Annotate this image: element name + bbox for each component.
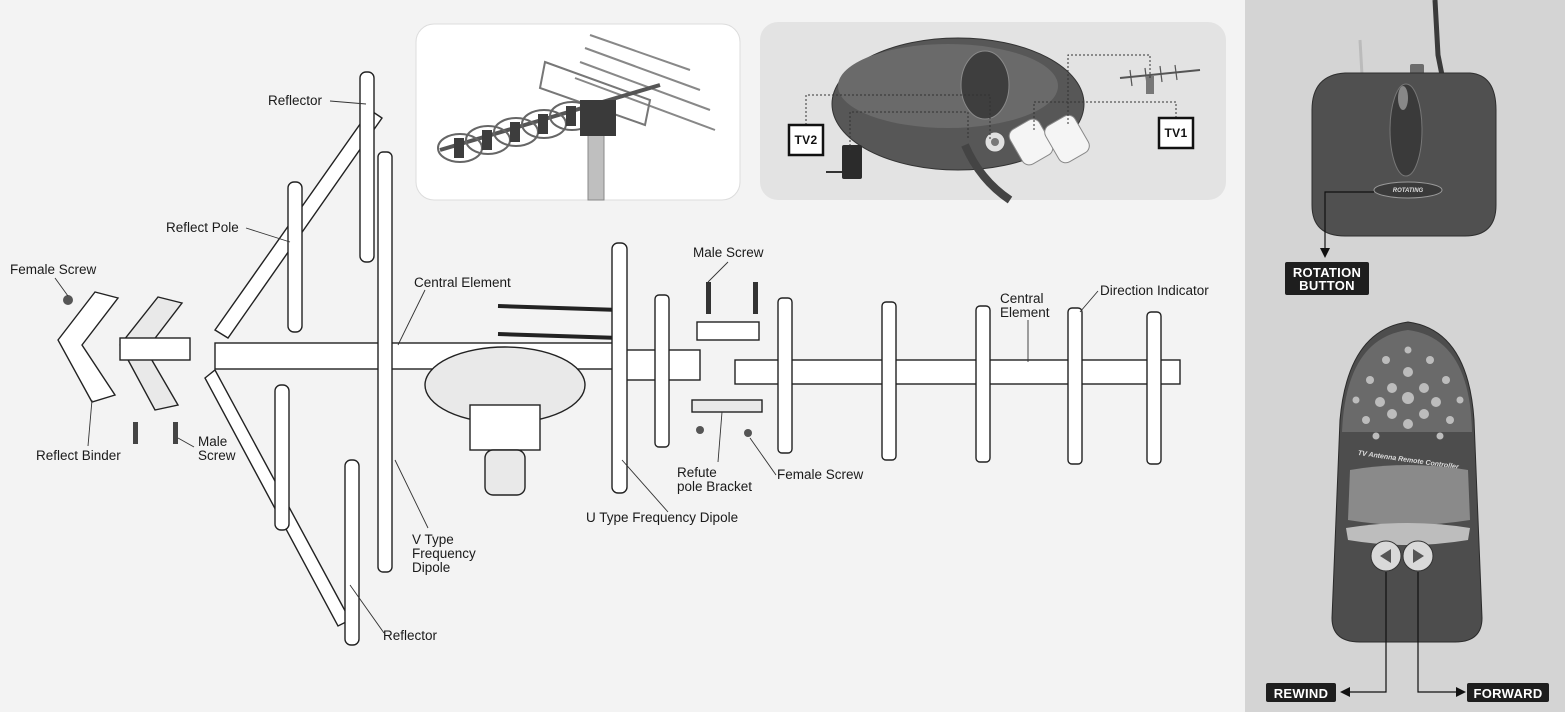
rewind-label: REWIND — [1274, 686, 1329, 701]
diagram-labels: Reflector Reflect Pole Female Screw Cent… — [10, 93, 1209, 643]
forward-badge: FORWARD — [1467, 683, 1549, 702]
reflector-rod-top-a — [359, 71, 375, 263]
tv2-label: TV2 — [795, 133, 818, 147]
connection-photo: TV2 TV1 — [760, 22, 1226, 204]
label-central-element-right-1: Central — [1000, 291, 1044, 306]
label-v-dipole-2: Frequency — [412, 546, 476, 561]
label-male-screw-left-1: Male — [198, 434, 227, 449]
tv1-icon: TV1 — [1157, 116, 1195, 150]
bracket-screw-b — [753, 282, 758, 314]
reflector-assembly — [204, 71, 383, 646]
u-dipole-rod — [611, 242, 628, 494]
rotation-button-line2: BUTTON — [1299, 278, 1355, 293]
label-reflector-bottom: Reflector — [383, 628, 438, 643]
rotation-button-line1: ROTATION — [1293, 265, 1361, 280]
remote-control: TV Antenna Remote Controller REWIND FORW… — [1266, 321, 1549, 702]
label-u-dipole: U Type Frequency Dipole — [586, 510, 738, 525]
rotating-button[interactable] — [1373, 181, 1443, 199]
rotation-button-badge: ROTATION BUTTON — [1285, 262, 1369, 295]
label-central-element-left: Central Element — [414, 275, 511, 290]
rotor-unit: ROTATING ROTATION BUTTON — [1285, 0, 1497, 295]
label-central-element-right-2: Element — [1000, 305, 1050, 320]
female-screw-part — [63, 295, 73, 305]
rewind-badge: REWIND — [1266, 683, 1336, 702]
label-female-screw-right: Female Screw — [777, 467, 864, 482]
leader-lines — [54, 100, 1099, 634]
bracket-bottom — [691, 399, 763, 413]
label-male-screw-top: Male Screw — [693, 245, 764, 260]
reflector-rod-top-b — [287, 181, 303, 333]
label-refute-bracket-2: pole Bracket — [677, 479, 752, 494]
binder-sleeve — [119, 337, 191, 361]
tv2-icon: TV2 — [787, 123, 825, 157]
v-dipole-rod — [377, 151, 393, 573]
label-reflect-binder: Reflect Binder — [36, 448, 121, 463]
director-elements — [654, 294, 1162, 465]
exploded-parts — [57, 71, 1181, 646]
speaker-dots — [1352, 346, 1464, 440]
label-v-dipole-1: V Type — [412, 532, 454, 547]
label-female-screw-left: Female Screw — [10, 262, 97, 277]
male-screw-part-a — [133, 422, 138, 444]
rotor-motor-part — [424, 346, 586, 496]
reflector-rod-bottom-b — [274, 384, 290, 531]
label-direction-indicator: Direction Indicator — [1100, 283, 1209, 298]
tv1-label: TV1 — [1165, 126, 1188, 140]
forward-icon — [1413, 549, 1424, 563]
reflector-rod-bottom-a — [344, 459, 360, 646]
reflect-binder-part-a — [57, 291, 120, 403]
male-screw-part-b — [173, 422, 178, 444]
label-reflect-pole: Reflect Pole — [166, 220, 239, 235]
forward-label: FORWARD — [1473, 686, 1542, 701]
rewind-icon — [1380, 549, 1391, 563]
rotating-panel-label: ROTATING — [1393, 188, 1424, 194]
front-boom — [734, 359, 1181, 385]
label-reflector-top: Reflector — [268, 93, 323, 108]
assembled-antenna-photo — [415, 23, 741, 201]
bracket-top — [696, 321, 760, 341]
label-v-dipole-3: Dipole — [412, 560, 450, 575]
bracket-screw-a — [706, 282, 711, 314]
label-male-screw-left-2: Screw — [198, 448, 236, 463]
label-refute-bracket-1: Refute — [677, 465, 717, 480]
